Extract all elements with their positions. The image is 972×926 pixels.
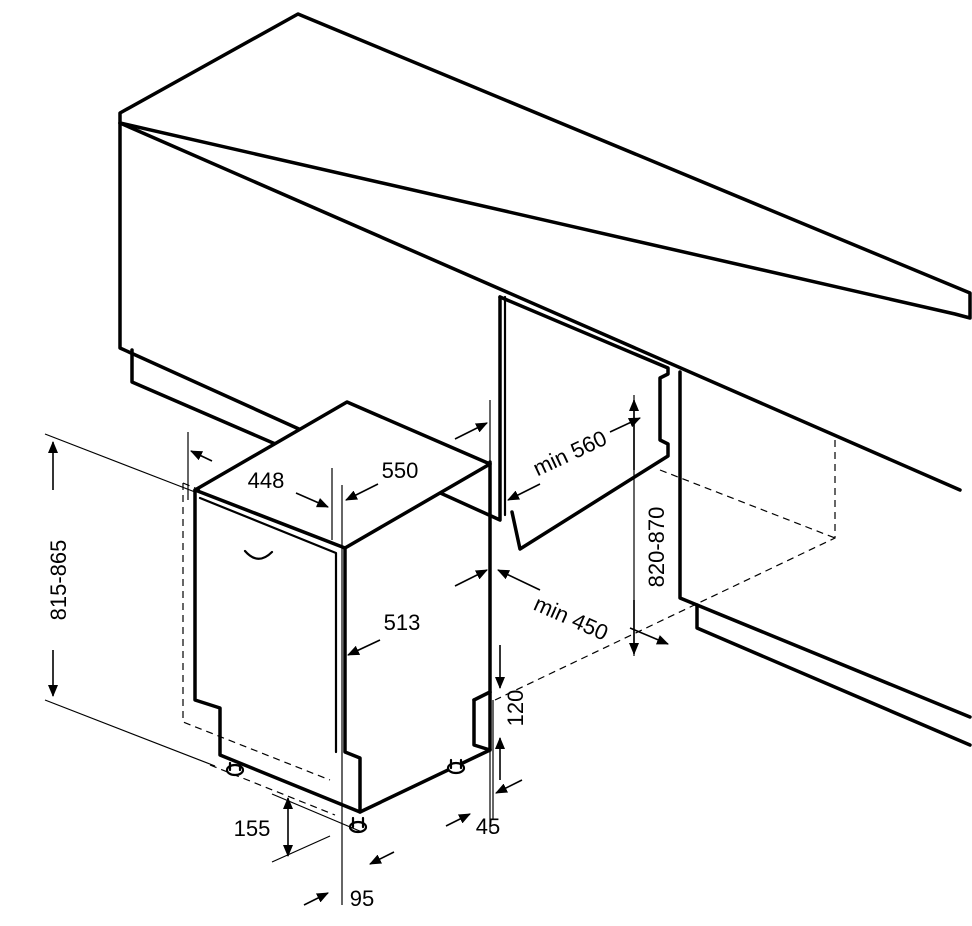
dishwasher [182, 400, 492, 814]
label-plinth-height: 120 [503, 690, 528, 727]
door-handle-icon [243, 549, 274, 560]
foot-icon [446, 758, 466, 775]
foot-icon [225, 761, 245, 777]
label-foot-offset: 95 [350, 886, 374, 911]
dim-depth: 550 [341, 400, 491, 905]
label-depth: 550 [382, 458, 419, 483]
dim-door-depth: 513 [347, 569, 488, 656]
dim-width: 448 [187, 432, 333, 540]
niche-back-panel [498, 295, 670, 551]
label-niche-height: 820-870 [644, 507, 669, 588]
label-width: 448 [248, 468, 285, 493]
dim-height: 815-865 [44, 433, 216, 767]
label-height-range: 815-865 [46, 540, 71, 621]
dim-foot-height: 155 [234, 793, 363, 863]
niche-outline [209, 440, 836, 816]
label-door-depth: 513 [384, 610, 421, 635]
label-niche-depth: min 450 [530, 591, 612, 646]
countertop [118, 12, 972, 492]
dim-niche-depth: min 450 [497, 569, 669, 646]
label-foot-height: 155 [234, 816, 271, 841]
dim-foot-offset: 95 [303, 851, 395, 911]
right-cabinet [678, 370, 972, 747]
dim-plinth-recess: 45 [445, 779, 523, 839]
label-plinth-recess: 45 [476, 814, 500, 839]
dim-niche-height: 820-870 [629, 395, 669, 656]
label-niche-width: min 560 [529, 425, 611, 481]
dim-plinth-height: 120 [492, 645, 528, 820]
